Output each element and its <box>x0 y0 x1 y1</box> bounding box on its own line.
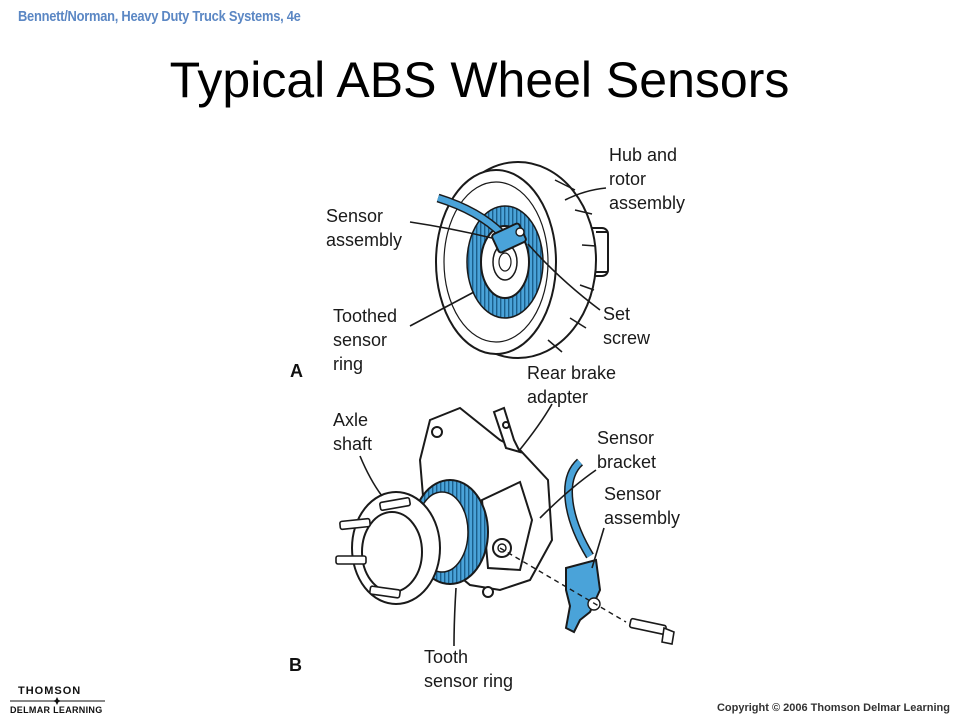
label-toothed-sensor-ring: Toothed sensor ring <box>333 306 398 374</box>
label-sensor-assembly-a: Sensor assembly <box>326 206 403 250</box>
figure-a-hub-rotor <box>435 161 609 359</box>
label-hub-rotor-assembly: Hub and rotor assembly <box>609 145 686 213</box>
figure-b-assembly <box>335 406 675 645</box>
label-sensor-assembly-b: Sensor assembly <box>604 484 681 528</box>
book-title: Bennett/Norman, Heavy Duty Truck Systems… <box>18 8 301 25</box>
label-set-screw: Set screw <box>603 304 651 348</box>
figure-a-letter: A <box>290 361 303 381</box>
label-axle-shaft: Axle shaft <box>333 410 373 454</box>
label-sensor-bracket: Sensor bracket <box>597 428 657 472</box>
figure-b-letter: B <box>289 655 302 675</box>
figure-a-leaders <box>409 187 607 327</box>
thomson-delmar-logo: THOMSON DELMAR LEARNING <box>10 685 105 715</box>
logo-star-icon <box>10 697 105 705</box>
slide-title: Typical ABS Wheel Sensors <box>169 52 790 108</box>
label-rear-brake-adapter: Rear brake adapter <box>527 363 617 407</box>
label-tooth-sensor-ring: Tooth sensor ring <box>424 647 514 691</box>
figure-b-leaders <box>359 403 605 647</box>
copyright-text: Copyright © 2006 Thomson Delmar Learning <box>716 702 950 714</box>
